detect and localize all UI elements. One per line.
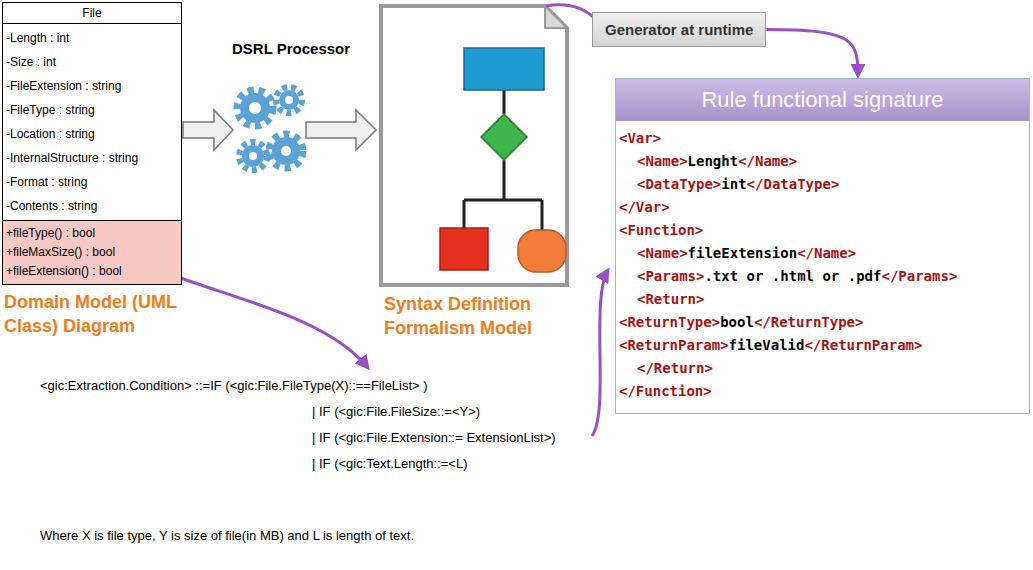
generator-box: Generator at runtime	[592, 12, 766, 47]
method-compartment: +fileType() : bool+fileMaxSize() : bool+…	[3, 220, 181, 284]
code-line: <ReturnParam>fileValid</ReturnParam>	[619, 334, 949, 357]
attribute-compartment: -Length : int-Size : int-FileExtension :…	[3, 24, 181, 220]
grammar-line: | IF (<gic:File.FileSize::=<Y>)	[312, 404, 480, 419]
leader-curve	[546, 5, 596, 20]
attribute-text: -Format : string	[6, 170, 178, 194]
code-line: <Var>	[619, 127, 949, 150]
code-line: </Function>	[619, 380, 949, 403]
document-shape	[381, 6, 567, 285]
method-text: +fileType() : bool	[6, 224, 178, 243]
leader-curve	[175, 276, 368, 368]
flowchart-icon	[440, 48, 566, 272]
grammar-line: <gic:Extraction.Condition> ::=IF (<gic:F…	[40, 378, 428, 393]
document-fold	[545, 6, 567, 28]
attribute-text: -Contents : string	[6, 194, 178, 218]
class-name: File	[3, 6, 181, 20]
grammar-line: | IF (<gic:Text.Length::=<L)	[312, 456, 468, 471]
method-text: +fileExtension() : bool	[6, 262, 178, 281]
purple-connector	[766, 30, 858, 77]
code-line: <DataType>int</DataType>	[619, 173, 967, 196]
attribute-text: -Location : string	[6, 122, 178, 146]
box-text: Generator at runtime	[605, 21, 753, 38]
code-line: <Function>	[619, 219, 949, 242]
panel-header: Rule functional signature	[616, 79, 1029, 121]
model-caption: Syntax Definition Formalism Model	[384, 292, 584, 340]
code-line: <Return>	[619, 288, 967, 311]
code-line: <Name>Lenght</Name>	[619, 150, 967, 173]
attribute-text: -InternalStructure : string	[6, 146, 178, 170]
class-header: File	[3, 3, 181, 24]
gears-icon	[237, 87, 303, 170]
attribute-text: -FileExtension : string	[6, 74, 178, 98]
code-line: <ReturnType>bool</ReturnType>	[619, 311, 949, 334]
method-text: +fileMaxSize() : bool	[6, 243, 178, 262]
code-line: </Return>	[619, 357, 967, 380]
leader-curve	[592, 270, 608, 436]
code-line: </Var>	[619, 196, 949, 219]
panel-body: <Var><Name>Lenght</Name><DataType>int</D…	[616, 121, 1029, 413]
flow-arrow	[306, 110, 376, 150]
signature-panel: Rule functional signature <Var><Name>Leng…	[615, 78, 1030, 414]
model-caption: Domain Model (UML Class) Diagram	[4, 290, 196, 338]
uml-class-box: File -Length : int-Size : int-FileExtensi…	[2, 2, 182, 285]
flow-arrow	[183, 110, 233, 150]
attribute-text: -Length : int	[6, 26, 178, 50]
note-text: Where X is file type, Y is size of file(…	[40, 528, 414, 543]
panel-title: Rule functional signature	[622, 87, 1023, 113]
grammar-line: | IF (<gic:File.Extension::= ExtensionLi…	[312, 430, 556, 445]
code-line: <Name>fileExtension</Name>	[619, 242, 967, 265]
attribute-text: -Size : int	[6, 50, 178, 74]
processor-label: DSRL Processor	[232, 40, 350, 57]
code-line: <Params>.txt or .html or .pdf</Params>	[619, 265, 967, 288]
attribute-text: -FileType : string	[6, 98, 178, 122]
